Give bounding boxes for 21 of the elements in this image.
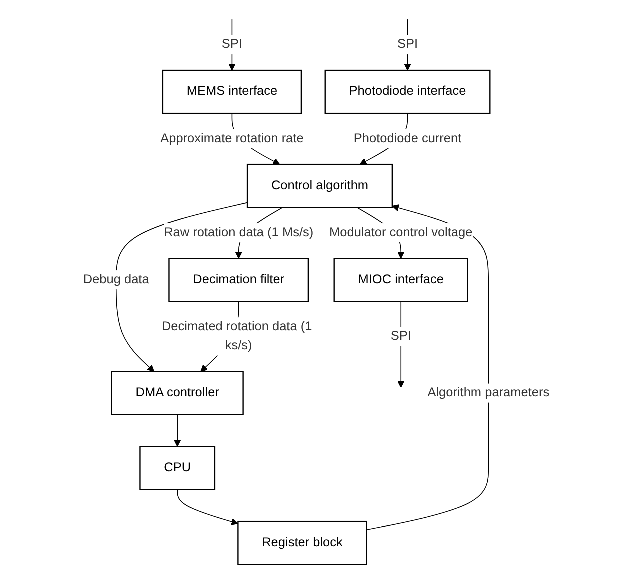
arrow bbox=[176, 489, 238, 526]
edge-label: Approximate rotation rate bbox=[160, 132, 304, 146]
node-box: MIOC interface bbox=[333, 258, 468, 302]
node-box: Photodiode interface bbox=[324, 70, 490, 114]
edge-label: Algorithm parameters bbox=[427, 386, 550, 400]
node-box: MEMS interface bbox=[162, 70, 302, 114]
edge-label: SPI bbox=[396, 38, 418, 52]
arrow bbox=[366, 204, 489, 531]
arrow bbox=[174, 414, 181, 447]
edge-label: Modulator control voltage bbox=[329, 226, 472, 240]
edge-label: Debug data bbox=[82, 272, 149, 286]
edge-label: Decimated rotation data (1 ks/s) bbox=[161, 320, 312, 353]
node-box: DMA controller bbox=[110, 371, 244, 416]
node-box: Decimation filter bbox=[168, 258, 309, 302]
edge-label: SPI bbox=[221, 38, 242, 52]
node-box: Control algorithm bbox=[246, 164, 393, 208]
edge-label: SPI bbox=[390, 330, 411, 344]
node-box: Register block bbox=[237, 520, 367, 566]
edge-label: Raw rotation data (1 Ms/s) bbox=[164, 226, 314, 240]
node-box: CPU bbox=[139, 446, 216, 490]
edge-label: Photodiode current bbox=[353, 132, 462, 146]
